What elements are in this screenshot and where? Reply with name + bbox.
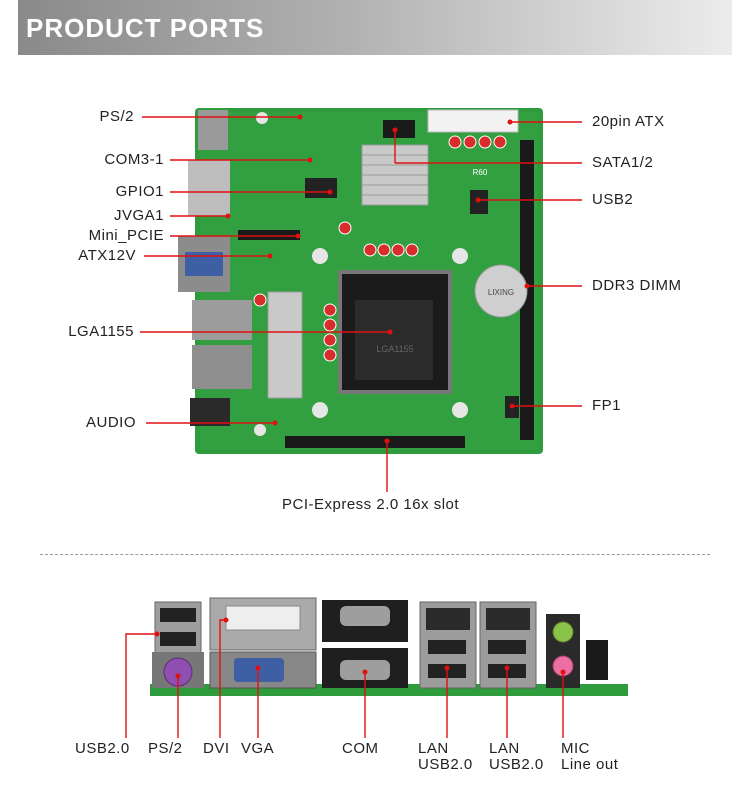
dvi-connector [188, 160, 230, 216]
label-ps2: PS/2 [99, 108, 134, 125]
chip-marking: R60 [473, 168, 488, 177]
mini-pcie-slot [238, 230, 300, 240]
io-label-lan1: LAN [418, 740, 449, 757]
vrm-heatsink [267, 291, 303, 399]
label-atx12v: ATX12V [78, 247, 136, 264]
io-label-mic: MIC [561, 740, 590, 757]
mic-jack [552, 621, 574, 643]
io-label-lan2: LAN [489, 740, 520, 757]
label-gpio1: GPIO1 [115, 183, 164, 200]
sata-connectors [383, 120, 415, 138]
audio-jack [190, 398, 230, 426]
atx-power-connector [427, 109, 519, 133]
io-label-lineout: Line out [561, 756, 619, 773]
lan-connector-2 [192, 345, 252, 389]
label-ddr3-dimm: DDR3 DIMM [592, 277, 682, 294]
label-fp1: FP1 [592, 397, 622, 414]
label-usb2: USB2 [592, 191, 634, 208]
label-20pin-atx: 20pin ATX [592, 113, 665, 130]
battery-marking: LIXING [488, 288, 514, 297]
io-label-vga: VGA [241, 740, 275, 757]
io-label-usb: USB2.0 [75, 740, 130, 757]
io-label-ps2: PS/2 [148, 740, 183, 757]
label-audio: AUDIO [85, 414, 136, 431]
label-com3-1: COM3-1 [104, 151, 164, 168]
label-jvga1: JVGA1 [113, 207, 164, 224]
cmos-battery [474, 264, 528, 318]
cpu-marking: LGA1155 [376, 344, 413, 354]
section-header: PRODUCT PORTS [18, 0, 732, 55]
io-label-dvi: DVI [203, 740, 230, 757]
label-mini-pcie: Mini_PCIE [88, 227, 164, 244]
lan-connector-1 [192, 300, 252, 340]
label-pcie-slot: PCI-Express 2.0 16x slot [282, 496, 460, 513]
io-label-lan2-usb: USB2.0 [489, 756, 544, 773]
label-lga1155: LGA1155 [68, 323, 134, 340]
io-label-lan1-usb: USB2.0 [418, 756, 473, 773]
section-title: PRODUCT PORTS [26, 13, 265, 43]
section-divider [40, 554, 710, 555]
pcie-slot [285, 436, 465, 448]
label-sata: SATA1/2 [592, 154, 654, 171]
io-label-com: COM [342, 740, 379, 757]
